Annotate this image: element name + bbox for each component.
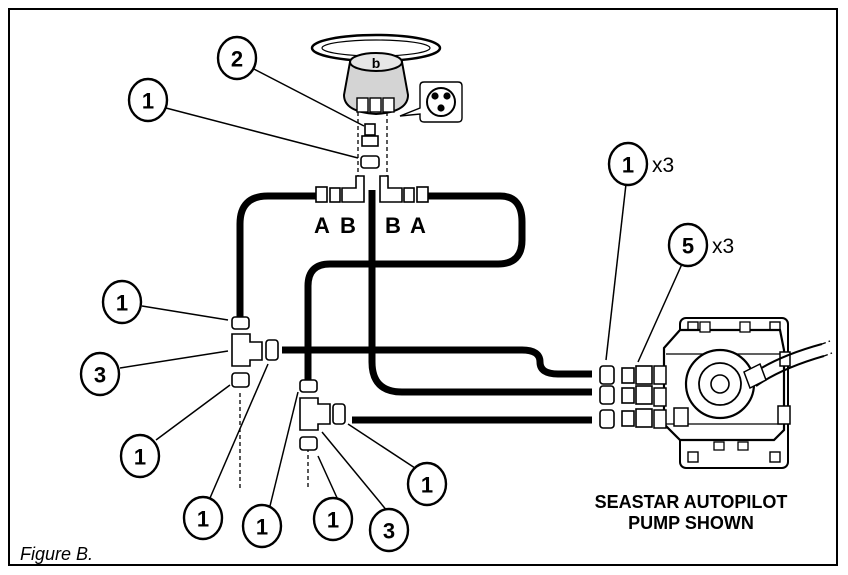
port-label-a-right: A bbox=[410, 213, 426, 238]
port-label-b-left: B bbox=[340, 213, 356, 238]
pump-adapters bbox=[621, 365, 653, 428]
helm-port-center bbox=[369, 97, 382, 113]
left-tee-body bbox=[231, 333, 263, 367]
leader-lines bbox=[119, 67, 683, 513]
svg-text:1: 1 bbox=[142, 89, 154, 114]
right-tee-side-fitting bbox=[332, 403, 346, 425]
hydraulic-hoses bbox=[236, 190, 592, 424]
figure-caption: Figure B. bbox=[20, 544, 94, 564]
right-tee-assembly bbox=[299, 379, 346, 451]
helm-port-right bbox=[382, 97, 395, 113]
callout-left-tee: 3 bbox=[79, 351, 121, 397]
helm-assembly: b bbox=[310, 33, 442, 116]
leader-right-tee-bottom bbox=[317, 455, 339, 501]
leader-helm-tee bbox=[165, 107, 359, 159]
callout-left-tee-bottom-fitting: 1 bbox=[119, 433, 161, 479]
leader-left-tee-side bbox=[209, 363, 269, 499]
pump-label: SEASTAR AUTOPILOT PUMP SHOWN bbox=[566, 492, 816, 534]
svg-text:2: 2 bbox=[231, 47, 243, 72]
autopilot-pump bbox=[653, 317, 833, 469]
svg-text:1: 1 bbox=[134, 445, 146, 470]
svg-text:1: 1 bbox=[327, 508, 339, 533]
helm-hub bbox=[349, 52, 403, 72]
leader-right-tee bbox=[321, 431, 389, 513]
figure-frame bbox=[8, 8, 838, 566]
svg-text:1: 1 bbox=[256, 515, 268, 540]
callout-left-tee-side-fitting: 1 bbox=[182, 495, 224, 541]
port-label-b-right: B bbox=[385, 213, 401, 238]
callout-right-tee-bottom-fitting: 1 bbox=[312, 496, 354, 542]
port-tee-right bbox=[379, 175, 429, 203]
leader-left-tee-bottom bbox=[155, 384, 231, 441]
helm-hub-mark: b bbox=[372, 55, 381, 71]
helm-adapter-fitting bbox=[361, 123, 379, 147]
right-tee-body bbox=[299, 397, 331, 431]
leader-left-tee bbox=[119, 350, 229, 369]
callout-pump-fittings: 1 bbox=[607, 141, 649, 187]
callout-pump-adapters-qty: x3 bbox=[712, 235, 734, 258]
leader-right-tee-top bbox=[269, 391, 299, 507]
hose-port-a-right bbox=[304, 192, 526, 380]
leader-pump-adapters bbox=[637, 263, 683, 363]
helm-port-left bbox=[356, 97, 369, 113]
pump-label-line1: SEASTAR AUTOPILOT bbox=[594, 492, 788, 512]
svg-text:1: 1 bbox=[116, 291, 128, 316]
hose-left-tee-to-pump bbox=[282, 346, 592, 378]
svg-text:3: 3 bbox=[94, 363, 106, 388]
right-tee-bottom-fitting bbox=[299, 436, 318, 451]
right-tee-top-fitting bbox=[299, 379, 318, 393]
callout-left-tee-top-fitting: 1 bbox=[101, 279, 143, 325]
hose-port-b-center bbox=[368, 190, 592, 396]
svg-text:1: 1 bbox=[197, 507, 209, 532]
left-tee-bottom-fitting bbox=[231, 372, 250, 388]
svg-text:5: 5 bbox=[682, 234, 694, 259]
leader-helm-adapter bbox=[251, 67, 365, 127]
callout-right-tee-side-fitting: 1 bbox=[406, 461, 448, 507]
left-tee-side-fitting bbox=[265, 339, 279, 361]
helm-tee-fitting bbox=[360, 155, 380, 169]
left-tee-assembly bbox=[231, 316, 279, 388]
svg-text:1: 1 bbox=[622, 153, 634, 178]
callout-right-tee-top-fitting: 1 bbox=[241, 503, 283, 549]
callout-pump-adapters: 5 bbox=[667, 222, 709, 268]
pump-label-line2: PUMP SHOWN bbox=[628, 513, 754, 533]
callout-helm-tee-fitting: 1 bbox=[127, 77, 169, 123]
callout-helm-fitting: 2 bbox=[216, 35, 258, 81]
callout-pump-fittings-qty: x3 bbox=[652, 154, 674, 177]
leader-left-tee-top bbox=[141, 305, 229, 321]
callout-right-tee: 3 bbox=[368, 507, 410, 553]
port-label-a-left: A bbox=[314, 213, 330, 238]
left-tee-top-fitting bbox=[231, 316, 250, 330]
pump-fittings bbox=[599, 365, 615, 429]
svg-text:1: 1 bbox=[421, 473, 433, 498]
leader-pump-fittings bbox=[605, 183, 627, 361]
hose-port-a-left bbox=[236, 192, 318, 318]
port-detail-inset bbox=[399, 81, 463, 123]
leader-right-tee-side bbox=[347, 423, 419, 471]
port-tee-left bbox=[315, 175, 365, 203]
svg-text:3: 3 bbox=[383, 519, 395, 544]
